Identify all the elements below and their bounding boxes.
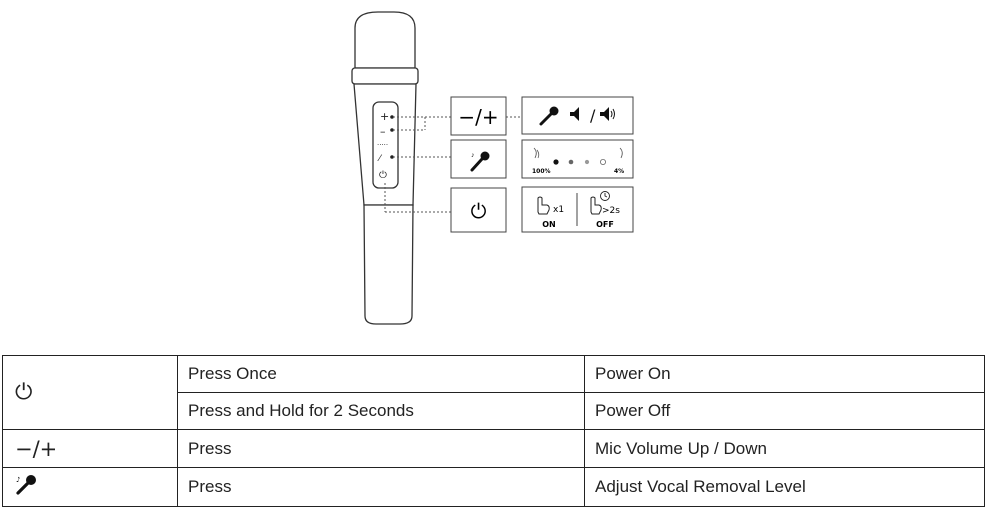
level-dot — [584, 159, 590, 165]
vocal-removal-icon-cell: ♪ — [2, 467, 178, 507]
speaker-low-icon — [570, 107, 579, 121]
volume-key-box — [450, 96, 507, 136]
volume-icon-cell: −/+ — [2, 429, 178, 468]
microphone-buttons: + – ····· ⁄ ⏻ — [377, 110, 389, 181]
on-label: ON — [542, 220, 556, 229]
svg-text:♪: ♪ — [471, 152, 475, 159]
table-row: −/+ Press Mic Volume Up / Down — [2, 429, 985, 468]
level-dot — [568, 159, 574, 165]
plus-button[interactable]: + — [380, 110, 389, 123]
volume-key-label: −/+ — [458, 105, 498, 129]
power-key-box — [450, 187, 507, 233]
action-cell: Press Once — [177, 355, 585, 393]
level-min-label: 4% — [614, 168, 624, 175]
result-cell: Adjust Vocal Removal Level — [584, 467, 985, 507]
vocal-removal-mic-icon: ♪ — [16, 474, 36, 495]
level-dot — [600, 158, 607, 165]
result-cell: Mic Volume Up / Down — [584, 429, 985, 468]
minus-button[interactable]: – — [380, 125, 386, 138]
power-icon: ⏻ — [15, 380, 33, 405]
connector-lines — [384, 116, 522, 213]
action-cell: Press and Hold for 2 Seconds — [177, 392, 585, 430]
hold-hand-icon — [590, 196, 602, 215]
svg-text:·····: ····· — [377, 141, 388, 149]
off-label: OFF — [596, 220, 614, 229]
level-dots — [553, 158, 607, 165]
power-button[interactable]: ⏻ — [379, 170, 387, 181]
action-cell: Press — [177, 467, 585, 507]
result-cell: Power Off — [584, 392, 985, 430]
clock-icon — [600, 191, 610, 201]
microphone-illustration — [351, 11, 419, 325]
table-row: ♪ Press Adjust Vocal Removal Level — [2, 467, 985, 507]
wave-icon-left — [533, 147, 540, 159]
action-cell: Press — [177, 429, 585, 468]
power-key-icon: ⏻ — [471, 199, 487, 223]
table-row: ⏻ Press Once Power On — [2, 355, 985, 430]
level-max-label: 100% — [532, 168, 551, 175]
vocal-removal-key-icon: ♪ — [470, 151, 490, 172]
press-hand-icon — [537, 196, 550, 215]
vocal-removal-button[interactable]: ⁄ — [377, 154, 383, 164]
hold-time-label: >2s — [602, 206, 620, 216]
control-table: ⏻ Press Once Power On Press and Hold for… — [2, 355, 985, 507]
connector-dots — [390, 115, 394, 159]
svg-text:/: / — [590, 106, 596, 125]
volume-minus-plus-icon: −/+ — [15, 436, 58, 461]
svg-text:♪: ♪ — [16, 476, 20, 484]
level-dot — [553, 159, 559, 165]
power-icon-cell: ⏻ — [2, 355, 178, 430]
mic-volume-icon — [539, 106, 559, 126]
speaker-high-icon — [600, 107, 615, 121]
result-cell: Power On — [584, 355, 985, 393]
vocal-removal-key-box — [450, 139, 507, 179]
vocal-level-box — [521, 139, 634, 179]
microphone-diagram: + – ····· ⁄ ⏻ −/+ ♪ ⏻ / — [351, 11, 634, 325]
press-count-label: x1 — [553, 205, 564, 215]
wave-icon-right — [619, 147, 623, 159]
table-row: Press and Hold for 2 Seconds Power Off — [3, 392, 985, 430]
